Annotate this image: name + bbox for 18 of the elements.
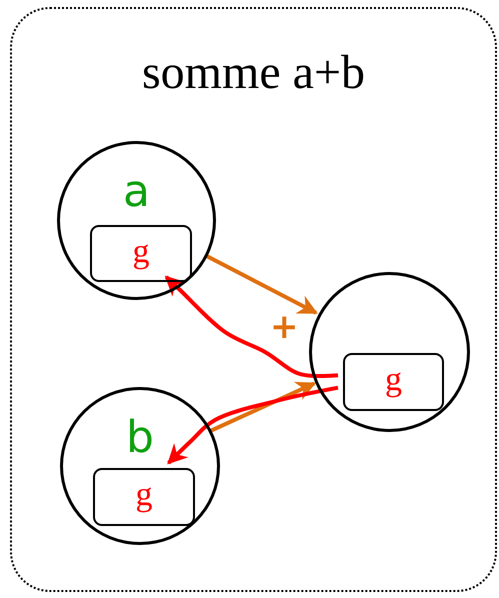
arrow [204, 253, 318, 315]
operator-label: + [270, 310, 298, 344]
circle-node [60, 387, 220, 545]
arrow [210, 382, 316, 433]
variable-name: b [125, 414, 155, 462]
rounded-box [343, 353, 444, 411]
circle-node [309, 272, 470, 432]
group-frame [10, 7, 497, 592]
box-label: g [134, 476, 154, 514]
box-label: g [132, 233, 150, 270]
box-label: g [384, 361, 403, 398]
circle-node [57, 141, 216, 300]
variable-name: a [122, 168, 151, 216]
arrow [167, 386, 338, 464]
group-label: somme a+b [140, 47, 366, 100]
rounded-box [90, 225, 192, 282]
rounded-box [93, 468, 195, 526]
arrow [164, 276, 338, 378]
